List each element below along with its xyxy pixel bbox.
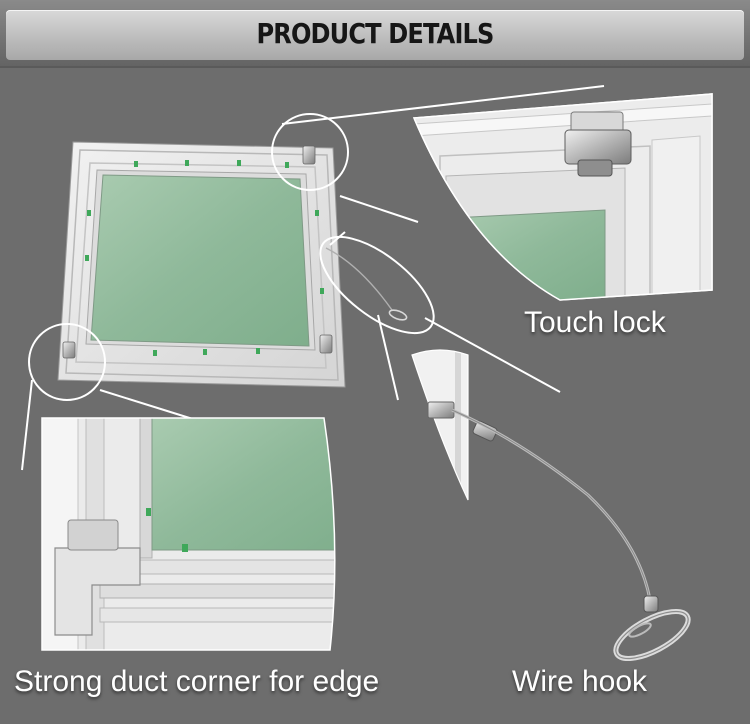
wire-hook-caption: Wire hook bbox=[512, 665, 648, 698]
touch-lock-detail bbox=[412, 93, 713, 301]
touch-lock-caption: Touch lock bbox=[524, 306, 666, 339]
duct-corner-caption: Strong duct corner for edge bbox=[14, 665, 380, 698]
duct-corner-detail bbox=[41, 417, 336, 651]
callout-lines bbox=[21, 85, 605, 471]
header-banner: PRODUCT DETAILS bbox=[0, 0, 750, 68]
wire-hook-detail bbox=[411, 349, 691, 661]
callout-markers bbox=[28, 113, 435, 401]
page-title: PRODUCT DETAILS bbox=[256, 17, 494, 50]
access-panel bbox=[57, 141, 408, 388]
header-pill bbox=[6, 10, 744, 60]
